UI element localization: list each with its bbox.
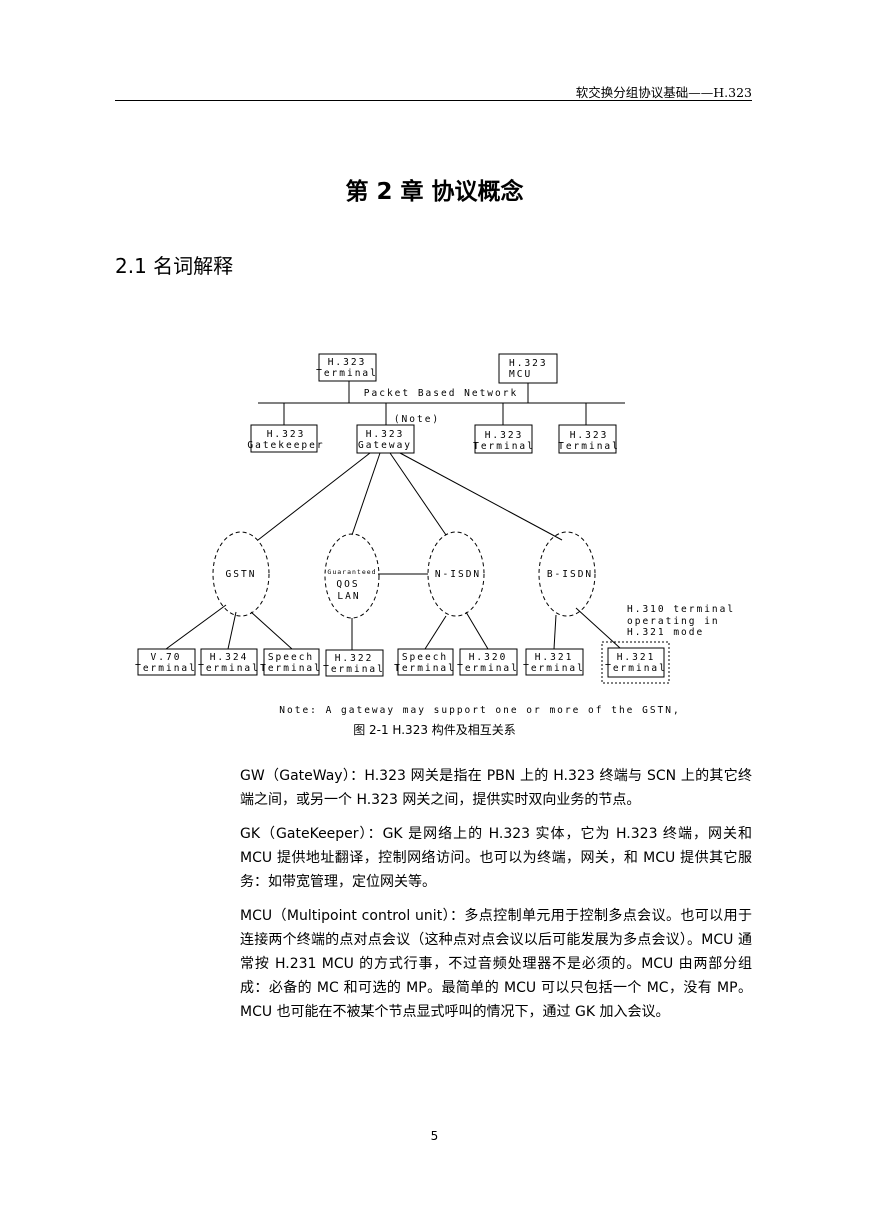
bottom-terminal-line2: Terminal xyxy=(323,664,385,675)
page-header: 软交换分组协议基础——H.323 xyxy=(115,82,752,101)
bottom-terminal-line1: V.70 xyxy=(151,652,182,663)
bottom-terminal-line2: Terminal xyxy=(523,663,585,674)
bottom-terminal-box xyxy=(525,648,584,676)
terminal-mid1-line1: H.323 xyxy=(485,430,524,441)
paragraph-gw: GW（GateWay）：H.323 网关是指在 PBN 上的 H.323 终端与… xyxy=(240,768,752,808)
terminal-mid2-line1: H.323 xyxy=(570,430,609,441)
bottom-terminal-line1: H.320 xyxy=(469,652,508,663)
connector-line xyxy=(465,611,489,650)
top-terminal-line1: H.323 xyxy=(328,357,367,368)
bottom-terminal-line1: H.321 xyxy=(617,652,656,663)
connector-line xyxy=(575,607,621,649)
b-isdn-network xyxy=(538,531,596,617)
n-isdn-label: N-ISDN xyxy=(435,569,481,580)
paragraph-gk: GK（GateKeeper）：GK 是网络上的 H.323 实体，它为 H.32… xyxy=(240,826,752,890)
bottom-terminal-box xyxy=(397,648,454,676)
qos-label-line2: QOS xyxy=(336,579,359,590)
terminal-mid2-box xyxy=(558,424,617,454)
section-title: 2.1 名词解释 xyxy=(115,254,234,278)
top-mcu-box xyxy=(498,353,558,384)
bottom-terminal-box xyxy=(325,649,384,677)
diagram-footnote: Note: A gateway may support one or more … xyxy=(279,705,680,716)
connector-line xyxy=(227,611,237,650)
connector-line xyxy=(250,611,293,650)
gateway-box xyxy=(356,424,415,454)
top-terminal-box xyxy=(318,353,377,382)
bottom-terminal-line1: H.322 xyxy=(335,653,374,664)
qos-label-line3: LAN xyxy=(337,591,360,602)
top-mcu-line2: MCU xyxy=(509,369,532,380)
figure-caption: 图 2-1 H.323 构件及相互关系 xyxy=(353,723,516,737)
bottom-terminal-line1: Speech xyxy=(402,652,448,663)
terminal-mid2-line2: Terminal xyxy=(558,441,620,452)
bottom-terminal-line2: Terminal xyxy=(260,663,322,674)
bottom-terminal-line2: Terminal xyxy=(457,663,519,674)
bottom-terminal-line1: Speech xyxy=(268,652,314,663)
bottom-terminal-line1: H.324 xyxy=(210,652,249,663)
note-label: (Note) xyxy=(394,414,440,425)
connector-line xyxy=(389,452,447,536)
gstn-label: GSTN xyxy=(226,569,257,580)
terminal-mid1-line2: Terminal xyxy=(473,441,535,452)
gatekeeper-line1: H.323 xyxy=(267,429,306,440)
bottom-terminal-line2: Terminal xyxy=(135,663,197,674)
bottom-terminal-box xyxy=(607,647,665,678)
body-text: GW（GateWay）：H.323 网关是指在 PBN 上的 H.323 终端与… xyxy=(240,764,752,1034)
connector-line xyxy=(399,452,563,541)
gatekeeper-box xyxy=(250,424,318,453)
top-mcu-line1: H.323 xyxy=(509,358,548,369)
h310-note-line3: H.321 mode xyxy=(627,627,704,638)
h310-dotted-frame xyxy=(601,641,670,684)
b-isdn-label: B-ISDN xyxy=(547,569,593,580)
h323-components-diagram: H.323 Terminal H.323 MCU Packet Based Ne… xyxy=(135,353,735,716)
qos-lan-network xyxy=(324,533,380,619)
chapter-title: 第 2 章 协议概念 xyxy=(345,179,524,205)
bottom-terminal-box xyxy=(137,648,196,676)
gstn-network xyxy=(212,531,270,617)
connector-line xyxy=(351,452,381,536)
bottom-terminal-line2: Terminal xyxy=(605,663,667,674)
n-isdn-network xyxy=(427,531,485,617)
connector-line xyxy=(165,604,227,650)
connector-line xyxy=(553,614,557,650)
bottom-terminal-line2: Terminal xyxy=(198,663,260,674)
gateway-line2: Gateway xyxy=(358,440,412,451)
qos-label-line1: Guaranteed xyxy=(327,568,376,576)
connector-line xyxy=(257,452,371,541)
bottom-terminal-box xyxy=(200,648,258,676)
bottom-terminal-box xyxy=(263,648,320,676)
network-label: Packet Based Network xyxy=(364,388,518,399)
bottom-terminal-line1: H.321 xyxy=(535,652,574,663)
gatekeeper-line2: Gatekeeper xyxy=(247,440,324,451)
connector-line xyxy=(424,615,447,650)
bottom-terminal-line2: Terminal xyxy=(394,663,456,674)
top-terminal-line2: Terminal xyxy=(316,368,378,379)
h310-note-line1: H.310 terminal xyxy=(627,604,735,615)
paragraph-mcu: MCU（Multipoint control unit）：多点控制单元用于控制多… xyxy=(240,908,752,1020)
page-number: 5 xyxy=(430,1129,439,1143)
terminal-mid1-box xyxy=(474,424,533,454)
bottom-terminal-box xyxy=(459,648,518,676)
gateway-line1: H.323 xyxy=(366,429,405,440)
h310-note-line2: operating in xyxy=(627,616,720,627)
